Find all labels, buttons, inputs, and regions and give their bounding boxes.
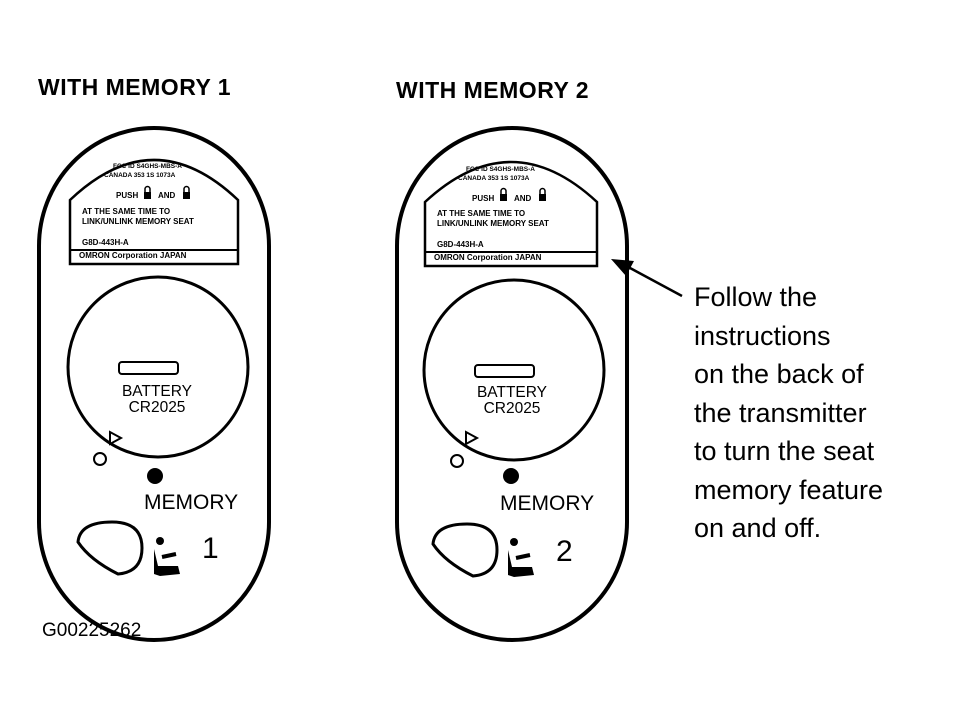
remote-2 — [395, 126, 629, 642]
plate-same-time: AT THE SAME TIME TO — [82, 207, 171, 216]
plate-and-label: AND — [514, 194, 532, 203]
seat-icon — [154, 537, 180, 576]
plate-canada-line: CANADA 353 1S 1073A — [104, 172, 176, 179]
unlock-button[interactable] — [431, 522, 499, 578]
padlock-icon — [183, 185, 190, 199]
arrow-pointer-icon — [611, 259, 683, 298]
plate-link-line: LINK/UNLINK MEMORY SEAT — [82, 217, 194, 226]
callout-line: memory feature — [694, 474, 884, 505]
plate-canada-line: CANADA 353 1S 1073A — [458, 175, 530, 182]
battery-type: CR2025 — [128, 399, 186, 416]
remote-1 — [37, 126, 271, 642]
plate-part-number: G8D-443H-A — [437, 240, 484, 249]
plate-push-label: PUSH — [472, 194, 495, 203]
plate-fcc-line: FCC ID S4GHS-MBS-A — [113, 163, 182, 170]
label-plate — [423, 160, 599, 268]
battery-label: BATTERY — [476, 384, 548, 401]
unlock-button[interactable] — [76, 520, 144, 576]
callout-line: to turn the seat — [694, 436, 875, 466]
battery-slot — [474, 364, 535, 378]
memory-label: MEMORY — [500, 492, 595, 515]
label-plate — [68, 158, 240, 266]
triangle-marker-icon — [109, 430, 124, 446]
padlock-icon — [144, 185, 151, 199]
memory-dot — [503, 468, 519, 484]
memory-number: 1 — [202, 532, 219, 565]
memory-number: 2 — [556, 535, 573, 568]
padlock-icon — [500, 187, 507, 201]
plate-same-time: AT THE SAME TIME TO — [437, 209, 526, 218]
memory-dot — [147, 468, 163, 484]
triangle-marker-icon — [465, 430, 480, 446]
battery-label: BATTERY — [121, 383, 193, 400]
plate-push-label: PUSH — [116, 191, 139, 200]
plate-maker: OMRON Corporation JAPAN — [79, 251, 187, 260]
heading-memory-2: WITH MEMORY 2 — [396, 77, 590, 103]
callout-line: Follow the — [694, 282, 818, 312]
figure-code: G00225262 — [42, 620, 142, 641]
padlock-icon — [539, 187, 546, 201]
small-ring — [93, 452, 107, 466]
plate-link-line: LINK/UNLINK MEMORY SEAT — [437, 219, 549, 228]
callout-line: on and off. — [694, 513, 822, 543]
callout-line: on the back of — [694, 359, 864, 389]
callout-line: instructions — [694, 320, 831, 351]
plate-part-number: G8D-443H-A — [82, 238, 129, 247]
memory-label: MEMORY — [144, 491, 239, 514]
battery-type: CR2025 — [483, 400, 541, 417]
callout-line: the transmitter — [694, 397, 867, 428]
callout-text: Follow the instructions on the back of t… — [694, 278, 883, 548]
plate-maker: OMRON Corporation JAPAN — [434, 253, 542, 262]
heading-memory-1: WITH MEMORY 1 — [38, 74, 232, 100]
plate-and-label: AND — [158, 191, 176, 200]
small-ring — [450, 454, 464, 468]
battery-slot — [118, 361, 179, 375]
plate-fcc-line: FCC ID S4GHS-MBS-A — [466, 166, 535, 173]
seat-icon — [508, 538, 534, 577]
